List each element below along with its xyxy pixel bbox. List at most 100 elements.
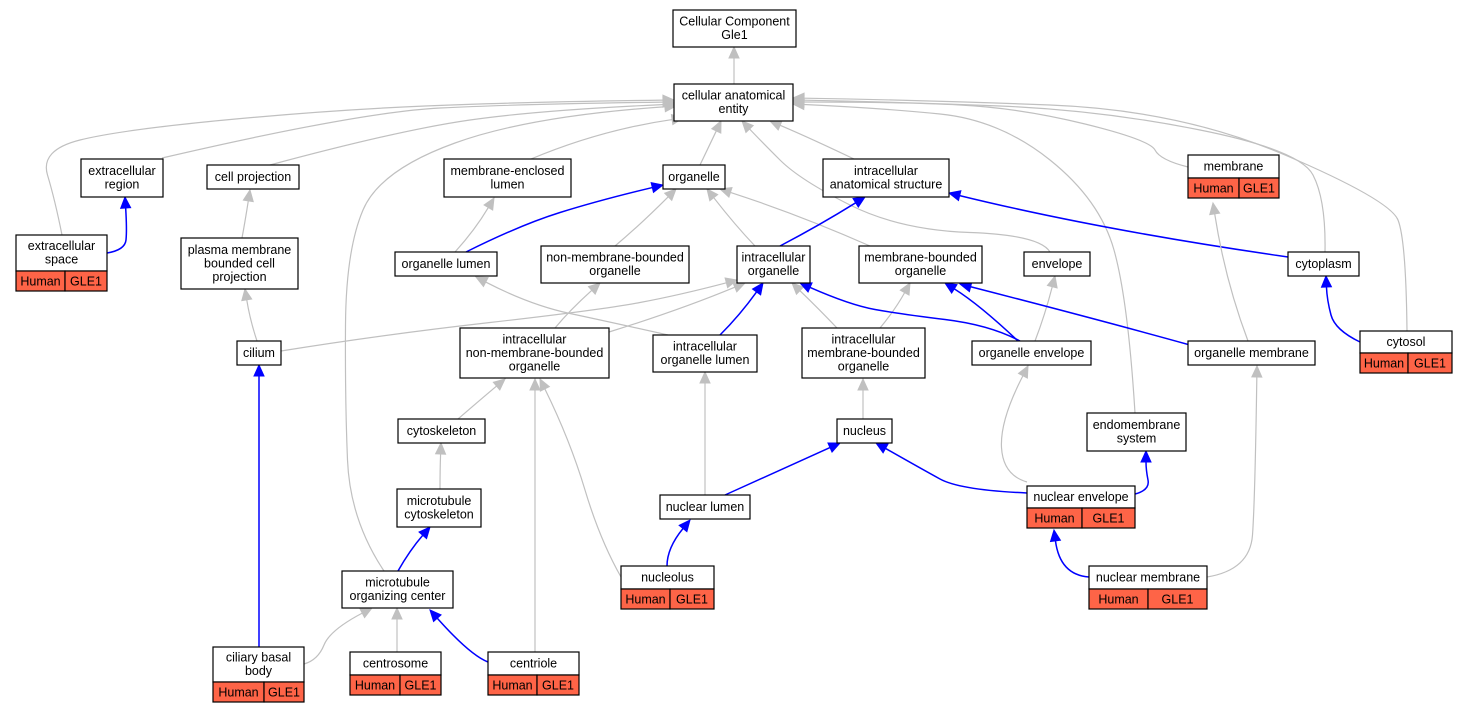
edge-mtcyto-to-cytoskeleton (434, 441, 447, 490)
node-organelle[interactable]: organelle (662, 164, 726, 190)
node-label: organelle (589, 264, 640, 278)
arrowhead (663, 188, 677, 202)
annotation-taxon: Human (492, 679, 532, 693)
edge-line (106, 207, 128, 254)
edge-line (799, 290, 838, 329)
annotation-taxon: Human (218, 686, 258, 700)
arrowhead (899, 281, 911, 296)
arrowhead (852, 196, 867, 208)
node-label: Gle1 (721, 28, 747, 42)
edge-imbo-to-intorg (791, 282, 838, 329)
node-cytoplasm[interactable]: cytoplasm (1287, 251, 1360, 277)
node-label: organizing center (350, 589, 446, 603)
edge-centriole-to-mtoc (429, 609, 489, 663)
edge-cytosol-to-cae (791, 92, 1408, 332)
node-nuclumen[interactable]: nuclear lumen (659, 494, 751, 520)
edge-line (439, 453, 442, 490)
node-label: cilium (243, 346, 275, 360)
edge-line (809, 286, 1021, 342)
edge-nuclumen-to-nucleus (724, 442, 842, 496)
edge-cae-to-root (728, 45, 740, 84)
node-orgmem[interactable]: organelle membrane (1187, 340, 1316, 366)
edge-nuclumen-to-iol (699, 370, 711, 495)
node-label: organelle (838, 359, 889, 373)
arrowhead (768, 120, 783, 131)
arrowhead (587, 282, 601, 295)
arrowhead (710, 119, 722, 134)
arrowhead (253, 363, 265, 377)
annotation-taxon: Human (355, 679, 395, 693)
node-cilium[interactable]: cilium (236, 340, 282, 366)
node-label: non-membrane-bounded (466, 346, 604, 360)
node-label: cell projection (215, 170, 291, 184)
edge-line (803, 99, 1326, 253)
edge-line (1034, 286, 1053, 342)
edge-line (803, 97, 1408, 332)
node-label: endomembrane (1093, 418, 1181, 432)
edge-line (303, 612, 363, 665)
node-orglumen[interactable]: organelle lumen (394, 251, 498, 277)
node-inmbo[interactable]: intracellularnon-membrane-boundedorganel… (459, 327, 610, 379)
arrowhead (241, 287, 253, 302)
edge-orglumen-to-melumen (454, 196, 495, 253)
edge-line (457, 385, 497, 420)
edge-nucleus-to-imbo (857, 377, 869, 419)
arrowhead (1049, 528, 1062, 543)
node-box (394, 251, 498, 277)
arrowhead (791, 92, 805, 104)
node-box (1023, 251, 1091, 277)
arrowhead (1017, 364, 1029, 379)
edge-line (344, 106, 666, 572)
node-box (822, 158, 950, 198)
arrowhead (699, 370, 711, 384)
node-box (236, 340, 282, 366)
node-orgenv[interactable]: organelle envelope (971, 340, 1092, 366)
node-nucleus[interactable]: nucleus (836, 418, 893, 444)
node-cytoskeleton[interactable]: cytoskeleton (397, 418, 486, 444)
edge-nucenv-to-endomem (1134, 449, 1152, 495)
edge-line (724, 446, 831, 496)
node-label: organelle (895, 264, 946, 278)
edge-line (1054, 540, 1090, 578)
edge-cytosol-to-cytoplasm (1320, 274, 1361, 343)
node-label: organelle (668, 170, 719, 184)
arrowhead (434, 441, 447, 455)
node-cellproj[interactable]: cell projection (206, 164, 300, 190)
edge-mtoc-to-mtcyto (397, 526, 431, 572)
node-label: cytosol (1387, 335, 1426, 349)
node-box (1187, 340, 1316, 366)
node-label: membrane-bounded (807, 346, 920, 360)
annotation-cell (399, 674, 442, 696)
node-label: organelle (509, 359, 560, 373)
node-label: organelle membrane (1194, 346, 1309, 360)
node-envelope[interactable]: envelope (1023, 251, 1091, 277)
node-label: nuclear envelope (1033, 490, 1128, 504)
arrowhead (492, 378, 506, 391)
edge-nucenv-to-nucleus (874, 442, 1028, 494)
